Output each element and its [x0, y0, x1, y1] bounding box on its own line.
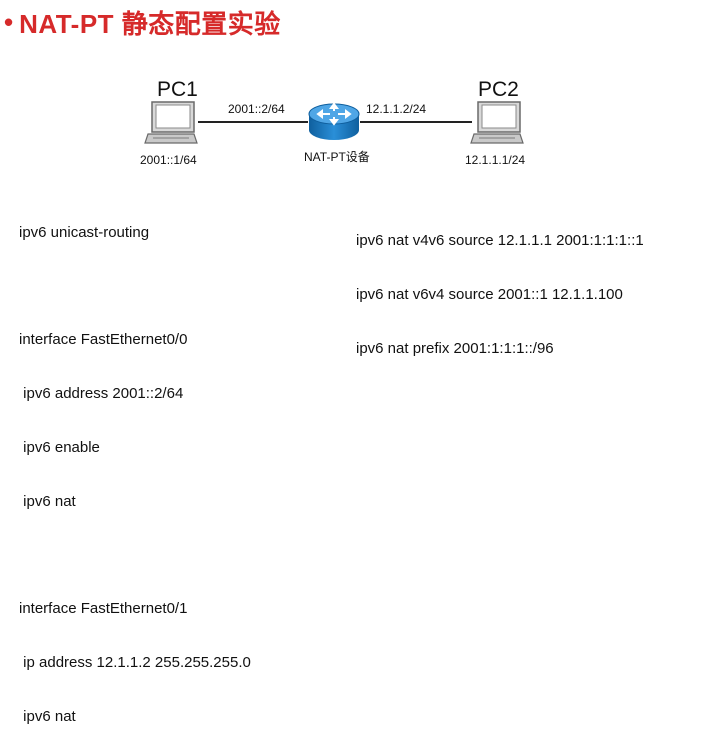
config-line: ipv6 enable: [19, 439, 100, 456]
pc1-label: PC1: [157, 78, 198, 101]
config-line: ipv6 nat: [19, 708, 76, 725]
config-line: ipv6 address 2001::2/64: [19, 385, 184, 402]
desktop-computer-icon: [470, 101, 524, 144]
pc1-address: 2001::1/64: [140, 153, 197, 167]
config-line: ipv6 nat: [19, 493, 76, 510]
config-line: interface FastEthernet0/1: [19, 600, 188, 617]
link-pc1-router: [198, 121, 308, 123]
link-right-label: 12.1.1.2/24: [366, 102, 427, 116]
config-line: ipv6 nat v6v4 source 2001::1 12.1.1.100: [356, 286, 623, 303]
config-line: ipv6 unicast-routing: [19, 224, 150, 241]
config-line: ipv6 nat v4v6 source 12.1.1.1 2001:1:1:1…: [356, 232, 644, 249]
config-line: ip address 12.1.1.2 255.255.255.0: [19, 654, 251, 671]
pc2-label: PC2: [478, 78, 519, 101]
config-line: interface FastEthernet0/0: [19, 331, 188, 348]
config-right-block: ipv6 nat v4v6 source 12.1.1.1 2001:1:1:1…: [356, 196, 644, 376]
router-icon: [308, 102, 360, 140]
desktop-computer-icon: [144, 101, 198, 144]
slide-title-row: • NAT-PT 静态配置实验: [4, 2, 281, 42]
slide-title: NAT-PT 静态配置实验: [19, 8, 281, 39]
pc2-address: 12.1.1.1/24: [465, 153, 526, 167]
config-line: ipv6 nat prefix 2001:1:1:1::/96: [356, 340, 554, 357]
link-router-pc2: [360, 121, 472, 123]
link-left-label: 2001::2/64: [228, 102, 285, 116]
config-gap: [19, 547, 251, 564]
router-label: NAT-PT设备: [304, 150, 370, 164]
config-gap: [19, 278, 251, 295]
title-bullet: •: [4, 7, 14, 37]
config-left-block: ipv6 unicast-routing interface FastEther…: [19, 188, 251, 744]
